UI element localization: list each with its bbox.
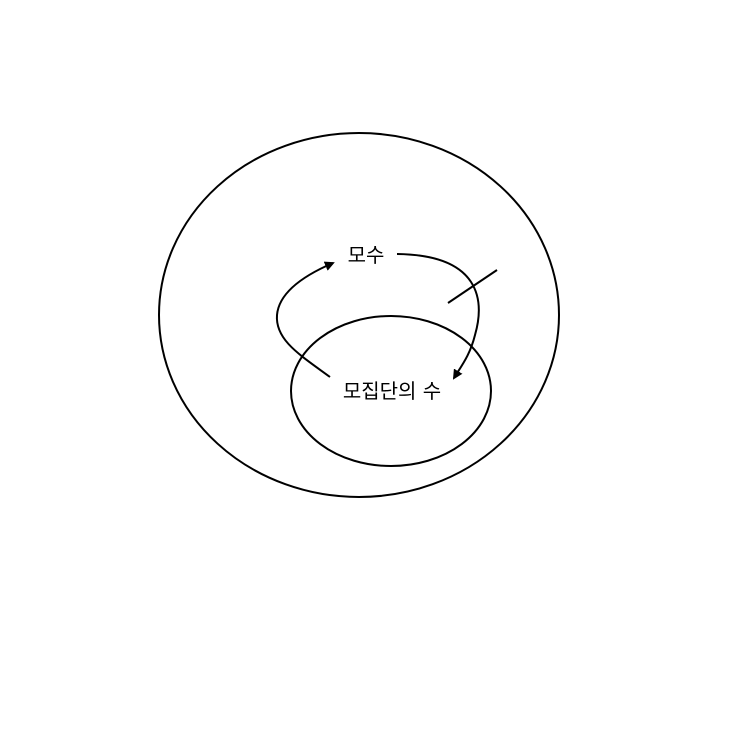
outer-ellipse <box>158 132 560 498</box>
population-group-count-label: 모집단의 수 <box>343 379 441 403</box>
inner-ellipse <box>290 315 492 467</box>
arrow-population-to-group <box>396 253 480 380</box>
diagonal-tick-line <box>447 269 498 304</box>
population-label: 모수 <box>348 243 385 267</box>
arrow-group-to-population <box>275 261 335 378</box>
